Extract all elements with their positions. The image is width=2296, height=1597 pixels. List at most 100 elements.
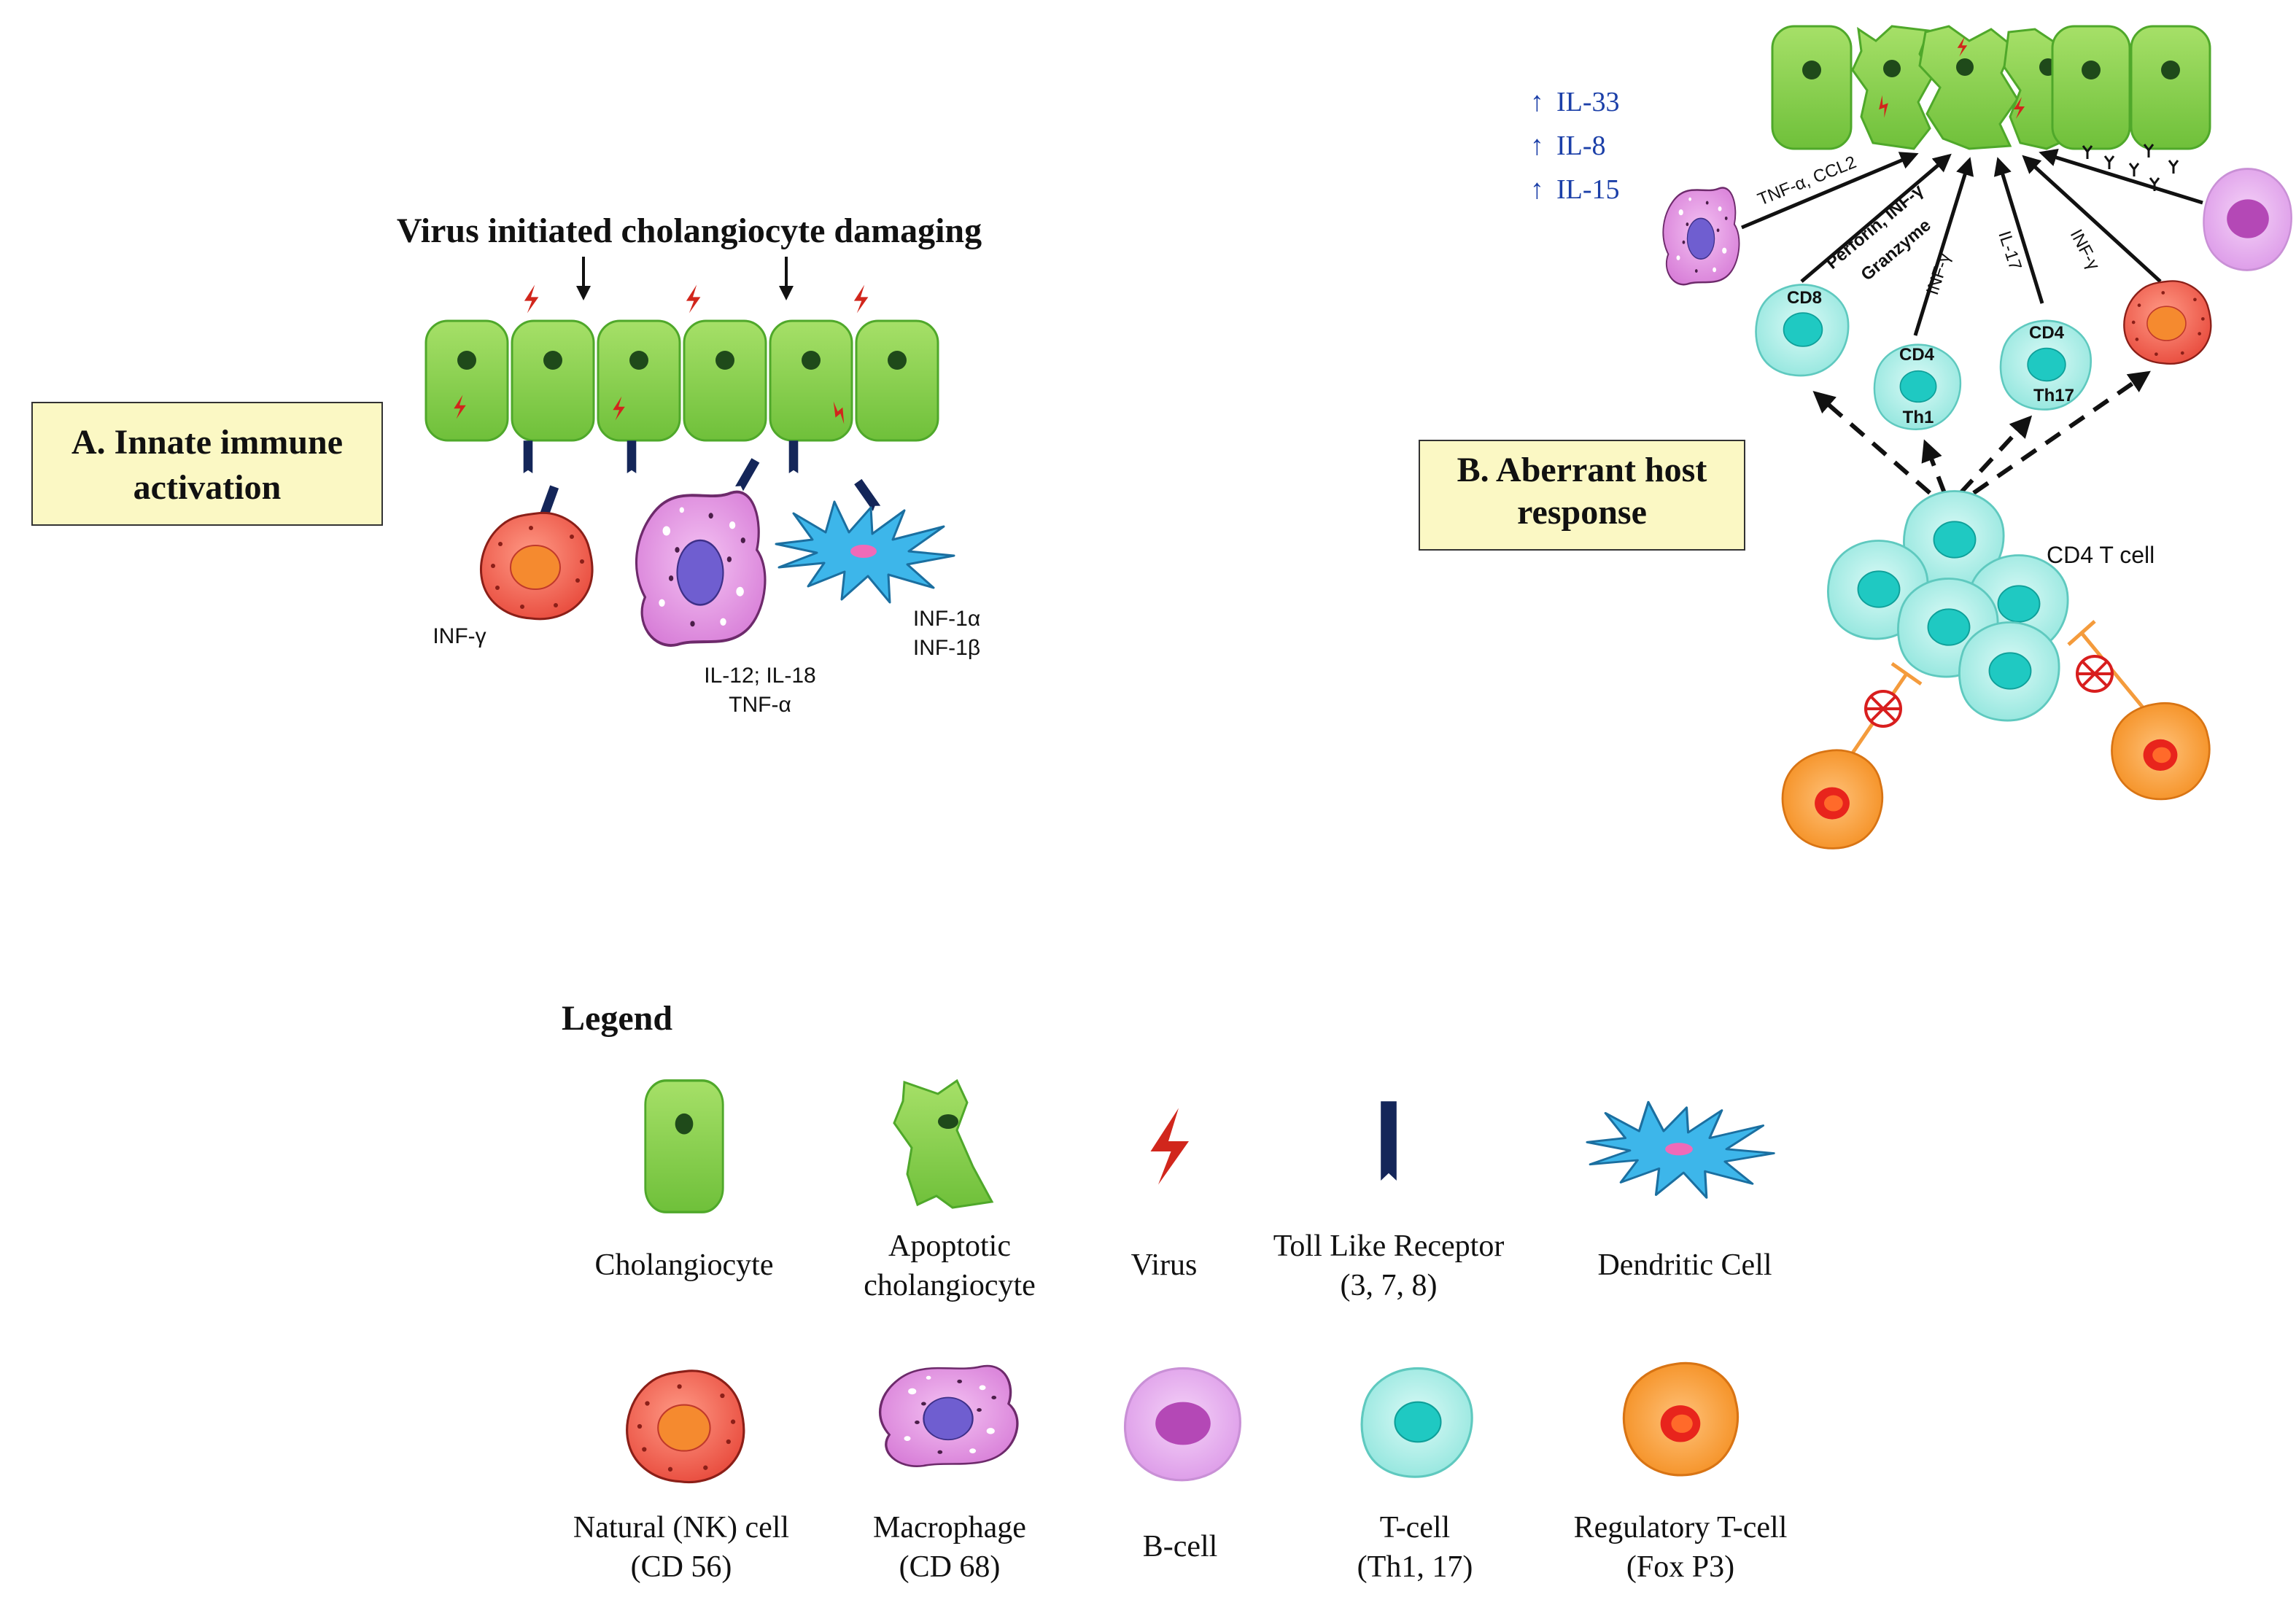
panel-b-title-line-2: response: [1517, 493, 1647, 532]
interleukin-list: ↑ IL-33 ↑ IL-8 ↑ IL-15: [1530, 87, 1620, 205]
to-cd8-arrow: [1812, 391, 1931, 495]
regulatory-t-cell-icon: [1622, 1361, 1740, 1477]
cd8-arrow: [1800, 153, 1952, 283]
interleukin-label: IL-33: [1556, 87, 1620, 117]
macrophage-cytokine-line-2: TNF-α: [729, 693, 791, 717]
differentiation-arrows: [1812, 370, 2151, 495]
nk-cell-icon: [2123, 280, 2212, 365]
panel-a-title-line-1: A. Innate immune: [71, 423, 343, 462]
to-th1-arrow: [1921, 439, 1947, 494]
apoptotic-cholangiocyte-icon: [1851, 25, 1934, 150]
macrophage-icon: [878, 1364, 1019, 1468]
legend-label-line-2: (CD 56): [631, 1550, 732, 1584]
cd8-label: CD8: [1787, 288, 1822, 308]
interleukin-label: IL-8: [1556, 131, 1606, 161]
interleukin-arrow: ↑: [1530, 87, 1544, 117]
virus-icon: [853, 284, 869, 314]
legend-label-line-1: Virus: [1131, 1248, 1198, 1282]
panel-b-title-line-1: B. Aberrant host: [1457, 451, 1707, 489]
th1-label-bottom: Th1: [1903, 408, 1934, 427]
nk-cell-icon: [626, 1369, 745, 1484]
cholangiocyte-row: [424, 319, 939, 442]
antibody-icons: [2082, 144, 2179, 191]
legend-label-line-1: Toll Like Receptor: [1273, 1229, 1505, 1263]
legend-label-line-2: (CD 68): [899, 1550, 1001, 1584]
th1-arrow: [1913, 157, 1974, 336]
to-nk-arrow: [1972, 370, 2151, 495]
toll-like-receptor-icon: [627, 440, 637, 473]
nk-cell-icon: [480, 511, 594, 621]
legend-title: Legend: [562, 999, 672, 1038]
cholangiocyte-icon: [644, 1079, 724, 1213]
panel-a-title-box: [31, 402, 383, 526]
t-cell-icon: [1360, 1367, 1473, 1478]
regulatory-t-cell-icon: [2111, 702, 2211, 801]
legend-label-line-2: cholangiocyte: [864, 1269, 1036, 1302]
b-cell-icon: [1123, 1367, 1241, 1482]
toll-like-receptor-icon: [523, 440, 533, 473]
cholangiocyte-icon: [511, 319, 595, 442]
b-cell-icon: [2203, 168, 2293, 271]
apoptotic-cholangiocyte-icon: [893, 1079, 994, 1209]
panel-a-title-line-2: activation: [133, 468, 282, 507]
legend-label-line-1: B-cell: [1143, 1530, 1218, 1563]
interleukin-arrow: ↑: [1530, 174, 1544, 205]
cholangiocyte-icon: [597, 319, 681, 442]
th17-label-bottom: Th17: [2033, 386, 2074, 405]
regulatory-t-cell-icon: [1781, 749, 1884, 850]
panel-a: A. Innate immune activation Virus initia…: [31, 211, 982, 717]
toll-like-receptor-icon: [735, 458, 760, 491]
interleukin-arrow: ↑: [1530, 131, 1544, 161]
macrophage-icon: [635, 490, 767, 647]
legend: Legend Cholangiocyte Apoptotic cholangio…: [562, 999, 1787, 1584]
macrophage-icon: [1662, 187, 1740, 286]
b-cell-arrow: [2039, 148, 2203, 205]
legend-label-line-2: (Fox P3): [1626, 1550, 1734, 1584]
t-cell-icon: [1958, 621, 2060, 722]
legend-label-line-1: Dendritic Cell: [1597, 1248, 1772, 1282]
cholangiocyte-icon: [855, 319, 939, 442]
legend-label-line-1: Natural (NK) cell: [573, 1511, 789, 1544]
cholangiocyte-row-b: [1771, 25, 2211, 150]
legend-label-line-1: T-cell: [1380, 1511, 1450, 1544]
effector-arrows: [1741, 148, 2203, 336]
th1-arrow-label: INF-γ: [1923, 251, 1955, 298]
cholangiocyte-icon: [424, 319, 509, 442]
cholangiocyte-icon: [2051, 25, 2131, 150]
nk-arrow: [2022, 155, 2162, 283]
legend-label-line-2: (3, 7, 8): [1341, 1269, 1438, 1302]
virus-icon: [1150, 1108, 1189, 1185]
toll-like-receptor-icon: [854, 478, 881, 511]
macrophage-cytokine-line-1: IL-12; IL-18: [704, 664, 815, 688]
inhibition-symbol: [1864, 690, 1902, 728]
cholangiocyte-icon: [683, 319, 767, 442]
cd4-t-cell-cluster: [1827, 490, 2069, 722]
toll-like-receptor-icon: [788, 440, 799, 473]
th17-label-top: CD4: [2029, 323, 2065, 343]
cd4-cluster-label: CD4 T cell: [2047, 542, 2155, 568]
panel-b: ↑ IL-33 ↑ IL-8 ↑ IL-15 TNF-α, CCL2 Perfo…: [1419, 25, 2293, 850]
toll-like-receptor-icon: [1381, 1101, 1397, 1181]
th17-arrow: [1993, 157, 2044, 304]
interleukin-label: IL-15: [1556, 174, 1620, 205]
legend-label-line-1: Cholangiocyte: [595, 1248, 774, 1282]
th1-label-top: CD4: [1899, 345, 1935, 365]
legend-label-line-1: Macrophage: [873, 1511, 1026, 1544]
virus-icon: [524, 284, 539, 314]
nk-cytokine-label: INF-γ: [433, 624, 486, 648]
dendritic-cytokine-line-1: INF-1α: [913, 607, 980, 631]
inhibition-symbol: [2076, 655, 2114, 693]
cholangiocyte-icon: [1771, 25, 1853, 150]
virus-caption: Virus initiated cholangiocyte damaging: [397, 211, 982, 250]
legend-label-line-1: Regulatory T-cell: [1574, 1511, 1788, 1544]
cholangiocyte-icon: [769, 319, 853, 442]
dendritic-cell-icon: [1586, 1100, 1775, 1199]
nk-arrow-label: INF-γ: [2066, 226, 2103, 273]
legend-label-line-1: Apoptotic: [888, 1229, 1011, 1263]
virus-icon: [686, 284, 701, 314]
dendritic-cytokine-line-2: INF-1β: [913, 636, 980, 660]
panel-b-title-box: [1419, 440, 1745, 551]
legend-label-line-2: (Th1, 17): [1357, 1550, 1473, 1584]
to-th17-arrow: [1958, 415, 2033, 495]
